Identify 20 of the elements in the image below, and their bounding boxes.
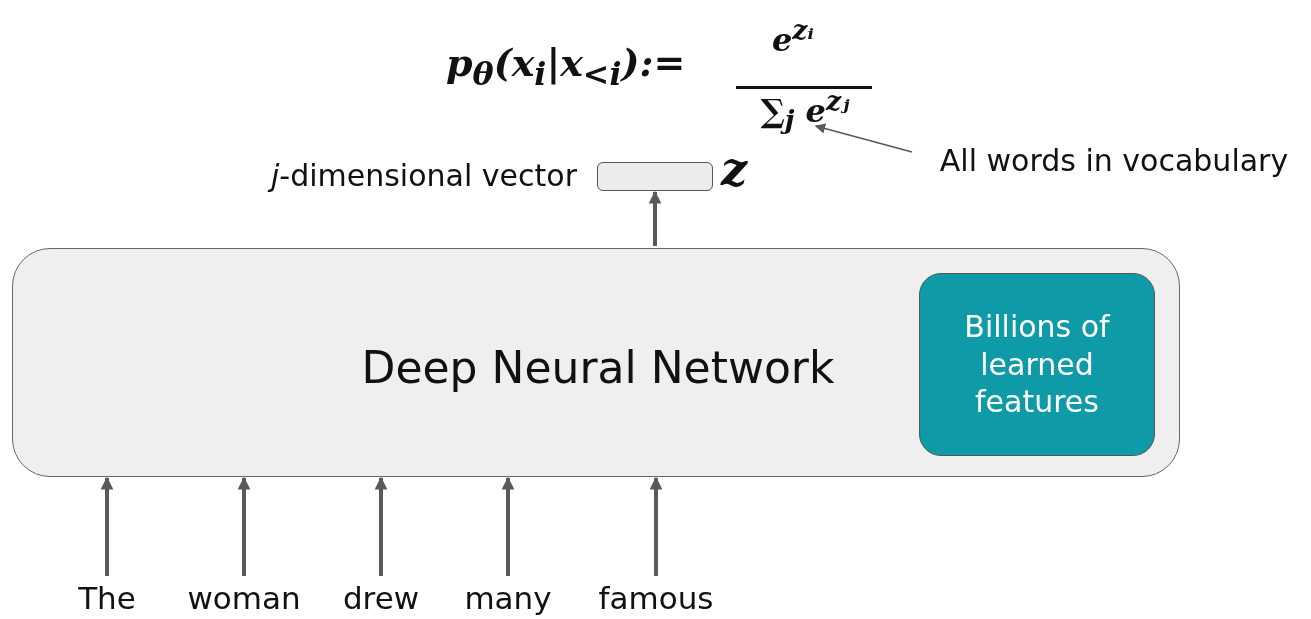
vector-symbol: z: [721, 142, 748, 196]
arrow: [237, 476, 251, 576]
input-word: famous: [588, 578, 724, 618]
formula-numerator: e$^{zᵢ}$: [772, 14, 814, 59]
input-word: The: [66, 578, 148, 618]
arrow: [100, 476, 114, 576]
input-word: drew: [332, 578, 430, 618]
arrow: [649, 476, 663, 576]
input-word: many: [455, 578, 561, 618]
feature-box: Billions of learned features: [919, 273, 1155, 456]
input-word: woman: [178, 578, 310, 618]
pointer-arrow: [814, 123, 913, 153]
arrow: [374, 476, 388, 576]
vector-box: [597, 162, 713, 191]
arrow: [501, 476, 515, 576]
network-box: [12, 248, 1180, 477]
arrow: [648, 190, 662, 246]
annotation-text: All words in vocabulary: [920, 138, 1308, 182]
formula-term: p$_{θ}$(x$_{i}$|x$_{<i}$):=: [446, 40, 686, 92]
node-title: Deep Neural Network: [361, 341, 835, 393]
